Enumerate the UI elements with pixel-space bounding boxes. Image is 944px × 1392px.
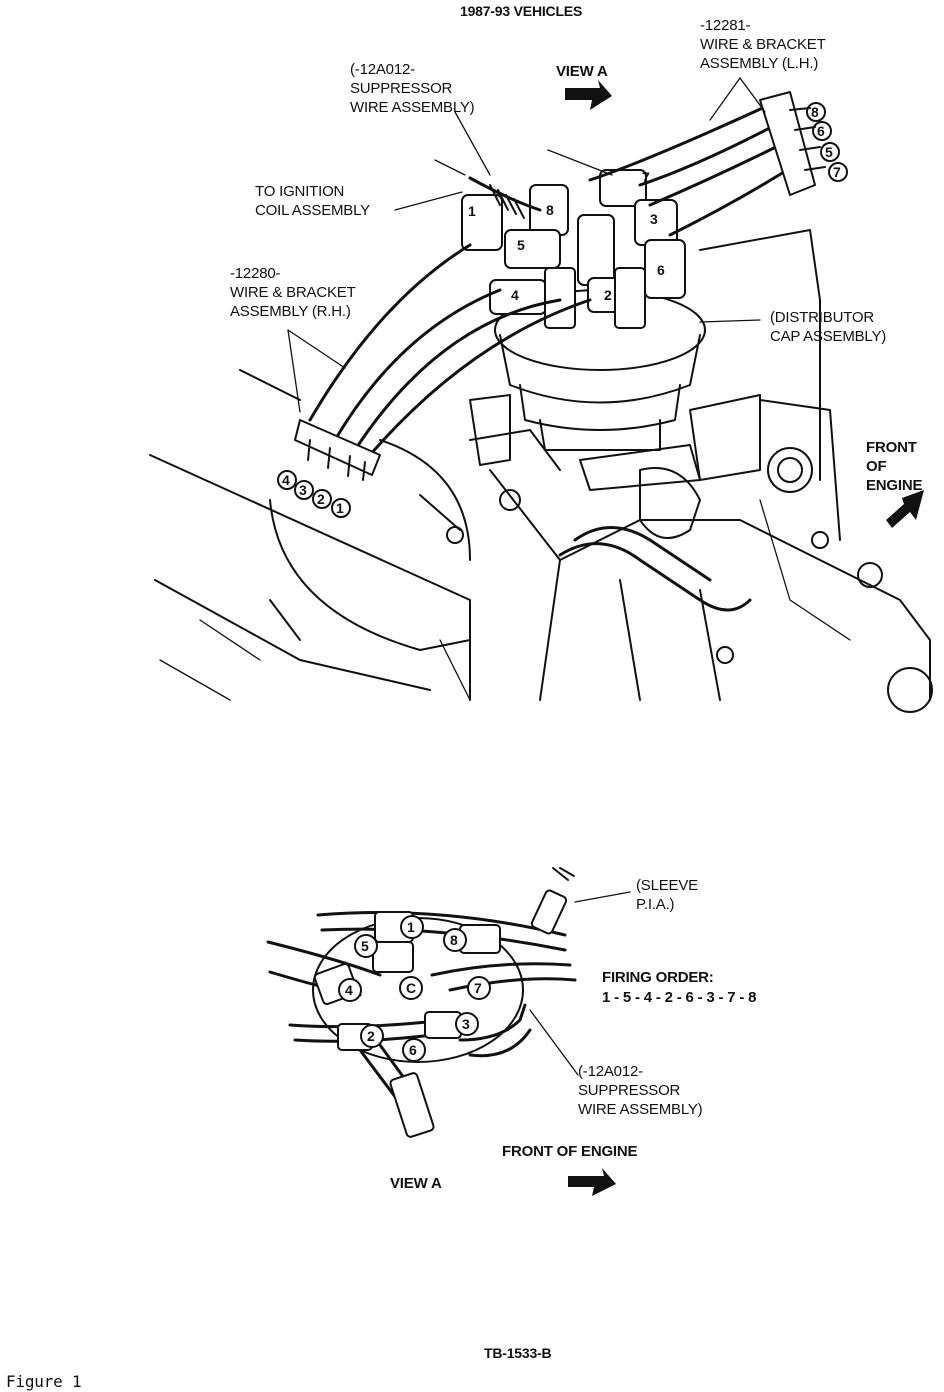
cap-number: 1: [407, 919, 415, 935]
figure-caption: Figure 1: [6, 1372, 82, 1391]
sleeve-label: (SLEEVE P.I.A.): [636, 877, 698, 913]
drawing-id: TB-1533-B: [484, 1345, 552, 1361]
boot-number: 6: [657, 262, 665, 278]
boot-number: 5: [517, 237, 525, 253]
view-a-arrow-bottom: [568, 1168, 616, 1196]
boot-number: 7: [642, 169, 650, 185]
boot-number: 3: [650, 211, 658, 227]
circled-number: 4: [282, 472, 290, 488]
suppressor-wire-label-top: (-12A012- SUPPRESSOR WIRE ASSEMBLY): [350, 61, 475, 116]
front-of-engine-label-bottom: FRONT OF ENGINE: [502, 1143, 638, 1160]
cap-number: 2: [367, 1028, 375, 1044]
cap-number: 4: [345, 982, 353, 998]
circled-number: 2: [317, 491, 325, 507]
circled-number: 6: [817, 123, 825, 139]
cap-number: 8: [450, 932, 458, 948]
boot-numbers-top: 8 7 1 5 3 4 2 6: [468, 169, 665, 303]
circled-number: 3: [299, 482, 307, 498]
suppressor-wire: [434, 159, 542, 219]
distributor-cap-label: (DISTRIBUTOR CAP ASSEMBLY): [770, 309, 887, 345]
circled-number: 5: [825, 144, 833, 160]
cap-number: 7: [474, 980, 482, 996]
rh-circled-numbers: 4 3 2 1: [277, 470, 351, 518]
cap-number: 3: [462, 1016, 470, 1032]
rh-wire-bracket: [294, 243, 592, 481]
view-a-diagram: 1 8 5 4 C 7 3 2 6: [266, 867, 631, 1138]
firing-order-value: 1 - 5 - 4 - 2 - 6 - 3 - 7 - 8: [602, 989, 757, 1006]
view-a-label-top: VIEW A: [556, 63, 608, 80]
boot-number: 2: [604, 287, 612, 303]
circled-number: 1: [336, 500, 344, 516]
firing-order-label: FIRING ORDER:: [602, 969, 714, 986]
circled-number: 7: [833, 164, 841, 180]
ignition-coil-label: TO IGNITION COIL ASSEMBLY: [255, 183, 370, 219]
view-a-arrow-top: [565, 80, 612, 110]
lh-wire-bracket: [588, 91, 826, 237]
boot-number: 4: [511, 287, 519, 303]
front-arrow-top: [886, 490, 924, 528]
view-a-label-bottom: VIEW A: [390, 1175, 442, 1192]
leader-lines-top: [287, 77, 766, 413]
cap-number: C: [406, 980, 416, 996]
circled-number: 8: [811, 104, 819, 120]
lh-circled-numbers: 8 6 5 7: [806, 102, 848, 182]
boot-number: 1: [468, 203, 476, 219]
cap-number: 6: [409, 1042, 417, 1058]
page-title: 1987-93 VEHICLES: [460, 3, 583, 19]
boot-number: 8: [546, 202, 554, 218]
suppressor-wire-label-bottom: (-12A012- SUPPRESSOR WIRE ASSEMBLY): [578, 1063, 703, 1118]
cap-towers: [461, 169, 686, 329]
front-of-engine-label-top: FRONT OF ENGINE: [866, 439, 923, 494]
cap-number: 5: [361, 938, 369, 954]
wire-bracket-lh-label: -12281- WIRE & BRACKET ASSEMBLY (L.H.): [700, 17, 826, 72]
wire-bracket-rh-label: -12280- WIRE & BRACKET ASSEMBLY (R.H.): [230, 265, 356, 320]
